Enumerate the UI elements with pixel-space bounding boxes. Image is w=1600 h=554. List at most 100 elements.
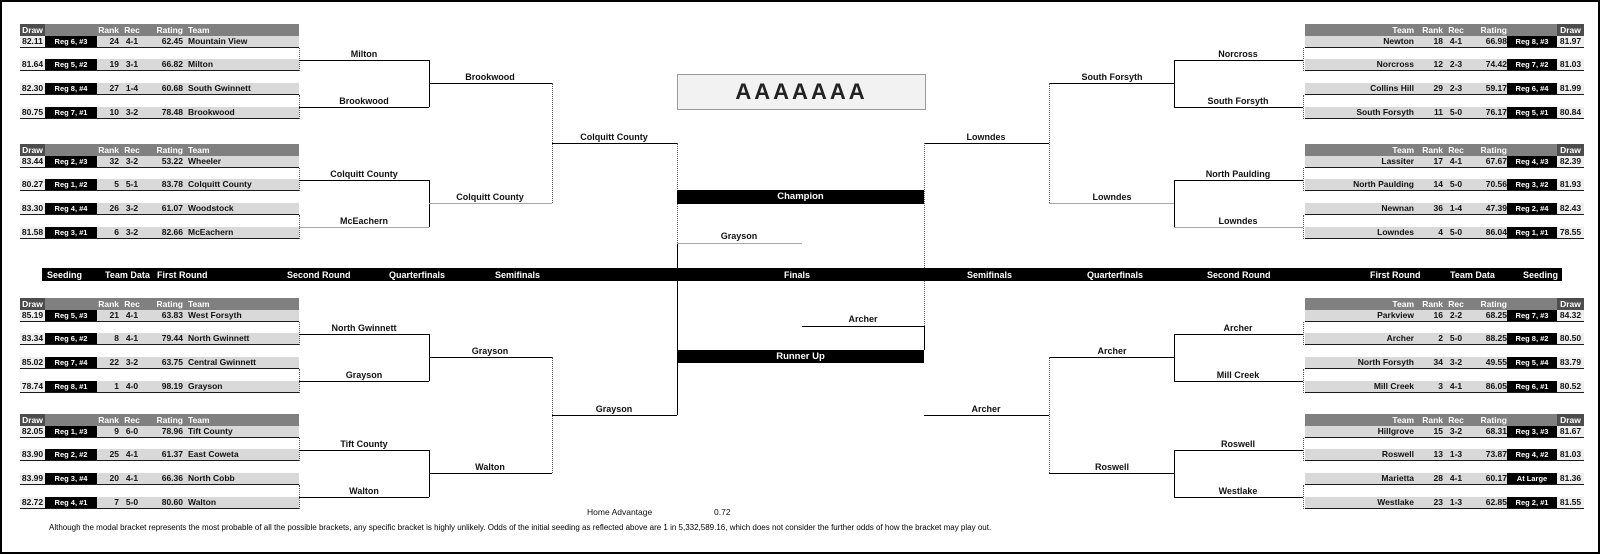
draw-header: Draw [1557,298,1584,310]
rating-value: 61.07 [161,203,183,213]
bracket-connector [299,48,300,71]
record-value: 4-1 [125,310,139,320]
team-row: 83.90 Reg 2, #2 25 4-1 61.37 East Coweta [20,449,299,461]
bracket-connector [1303,215,1304,239]
bracket-connector [1174,60,1175,107]
record-value: 4-0 [125,381,139,391]
team-row: Parkview 16 2-2 68.25 Reg 7, #3 84.32 [1305,310,1584,322]
rank-value: 29 [1433,83,1443,93]
bracket-connector [1174,180,1175,227]
record-value: 4-1 [125,449,139,459]
record-value: 4-1 [125,36,139,46]
team-row: 83.99 Reg 3, #4 20 4-1 66.36 North Cobb [20,473,299,485]
draw-value: 83.34 [20,333,45,344]
bracket-line-left-qf-2 [429,203,552,204]
footnote: Although the modal bracket represents th… [49,523,992,532]
rec-header: Rec [124,145,140,155]
team-name: Hillgrove [1377,426,1414,436]
rank-value: 17 [1433,156,1443,166]
bracket-connector [1174,334,1175,381]
rating-value: 78.96 [161,426,183,436]
table-header: Draw Rank Rec Rating Team [20,414,299,426]
bracket-connector [1303,438,1304,461]
rec-header: Rec [1448,25,1464,35]
team-header: Team [1392,415,1414,425]
bracket-line-left-r2-5 [299,334,429,335]
seed-badge: Reg 8, #3 [1507,36,1557,47]
bracket-line-left-qf-3 [429,357,552,358]
rating-value: 49.55 [1485,357,1507,367]
bracket-connector [1303,369,1304,393]
draw-value: 80.52 [1557,381,1584,392]
draw-value: 83.90 [20,449,45,460]
rating-value: 74.42 [1485,59,1507,69]
bracket-line-right-sf-2 [924,415,1049,416]
bracket-connector [1303,48,1304,71]
record-value: 5-0 [1449,107,1463,117]
rank-header: Rank [1422,145,1443,155]
table-header: Team Rank Rec Rating Draw [1305,144,1584,156]
seed-badge: Reg 8, #1 [45,381,97,392]
seed-badge: Reg 1, #3 [45,426,97,437]
seed-badge: Reg 4, #4 [45,203,97,214]
record-value: 3-2 [125,107,139,117]
record-value: 3-1 [125,59,139,69]
round-header-bar: Seeding Team Data First Round Second Rou… [42,268,1562,281]
record-value: 5-0 [125,497,139,507]
rank-value: 22 [109,357,119,367]
draw-value: 81.03 [1557,59,1584,70]
record-value: 1-4 [125,83,139,93]
team-row: Lowndes 4 5-0 86.04 Reg 1, #1 78.55 [1305,227,1584,239]
rating-header: Rating [1480,415,1507,425]
bracket-line-right-qf-3 [1049,357,1174,358]
rec-header: Rec [1448,415,1464,425]
advancing-team-label: Archer [971,404,1001,414]
advancing-team-label: Brookwood [339,96,389,106]
advancing-team-label: Archer [1223,323,1253,333]
table-header: Draw Rank Rec Rating Team [20,144,299,156]
bracket-line-right-r2-3 [1174,180,1303,181]
table-header: Team Rank Rec Rating Draw [1305,298,1584,310]
team-name: Lowndes [1377,227,1414,237]
rank-value: 26 [109,203,119,213]
draw-value: 80.84 [1557,107,1584,118]
record-value: 5-0 [1449,333,1463,343]
record-value: 6-0 [125,426,139,436]
seed-badge: Reg 5, #1 [1507,107,1557,118]
rank-value: 36 [1433,203,1443,213]
round-label-quarterfinals-right: Quarterfinals [1087,270,1144,280]
rank-value: 25 [109,449,119,459]
team-row: 78.74 Reg 8, #1 1 4-0 98.19 Grayson [20,381,299,393]
advancing-team-label: Grayson [345,370,383,380]
advancing-team-label: Colquitt County [580,132,648,142]
draw-value: 81.55 [1557,497,1584,508]
rank-value: 15 [1433,426,1443,436]
record-value: 4-1 [125,333,139,343]
team-name: Mill Creek [1373,381,1414,391]
rank-value: 8 [114,333,119,343]
bracket-connector [1303,322,1304,345]
record-value: 5-1 [125,179,139,189]
bracket-connector [299,168,300,191]
rec-header: Rec [124,299,140,309]
round-label-quarterfinals-left: Quarterfinals [389,270,446,280]
team-row: Norcross 12 2-3 74.42 Reg 7, #2 81.03 [1305,59,1584,71]
team-name: Lassiter [1381,156,1414,166]
bracket-line-right-r2-1 [1174,60,1303,61]
team-name: Milton [188,59,214,69]
rating-value: 67.67 [1485,156,1507,166]
seed-badge: Reg 8, #4 [45,83,97,94]
champion-team-line [677,243,802,244]
runner-up-team-label: Archer [848,314,878,324]
seed-badge: Reg 1, #2 [45,179,97,190]
round-label-second-round-right: Second Round [1207,270,1271,280]
round-label-seeding-left: Seeding [47,270,83,280]
round-label-first-round-left: First Round [157,270,208,280]
rank-value: 20 [109,473,119,483]
seed-badge: Reg 3, #1 [45,227,97,238]
team-row: North Forsyth 34 3-2 49.55 Reg 5, #4 83.… [1305,357,1584,369]
rank-value: 4 [1438,227,1443,237]
rating-header: Rating [1480,145,1507,155]
advancing-team-label: Roswell [1220,439,1256,449]
draw-value: 78.55 [1557,227,1584,238]
